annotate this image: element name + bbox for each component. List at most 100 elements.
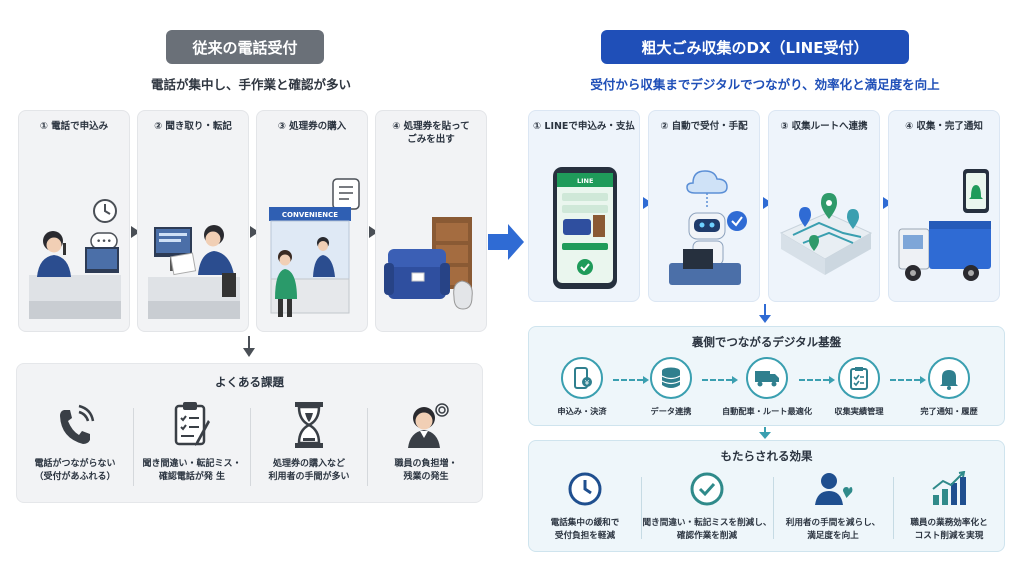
divider	[773, 477, 774, 539]
transcription-illustration	[148, 225, 240, 319]
effect-text: 職員の業務効率化と コスト削減を実現	[910, 518, 988, 541]
effect-text: 利用者の手間を減らし、 満足度を向上	[785, 518, 881, 541]
effect-text: 電話集中の緩和で 受付負担を軽減	[550, 518, 620, 541]
flow-arrow-stem	[248, 336, 250, 348]
platform-node-notification: 完了通知・履歴	[903, 357, 995, 417]
platform-node-label: 収集実績管理	[834, 406, 884, 416]
platform-node-label: 完了通知・履歴	[920, 406, 978, 416]
divider	[641, 477, 642, 539]
dx-step-route-sync: ③ 収集ルートへ連携	[768, 110, 880, 302]
check-circle-icon	[690, 472, 724, 506]
flow-arrow	[131, 226, 140, 238]
effect-item-reduce-load: 電話集中の緩和で 受付負担を軽減	[529, 471, 641, 543]
collection-truck-illustration	[898, 169, 991, 281]
bulky-furniture-illustration	[384, 217, 473, 310]
platform-node-data: データ連携	[625, 357, 717, 417]
problem-item-transcription-errors: 聞き間違い・転記ミス・ 確認電話が発 生	[134, 400, 250, 496]
dx-section-title: 粗大ごみ収集のDX（LINE受付）	[601, 30, 909, 64]
flow-arrow	[369, 226, 378, 238]
dashed-flow-arrow	[613, 376, 649, 384]
problem-item-phone: 電話がつながらない （受付があふれる）	[17, 400, 133, 496]
clipboard-icon	[174, 402, 210, 446]
effect-text: 聞き間違い・転記ミスを削減し、 確認作業を削減	[642, 518, 772, 541]
database-icon	[661, 367, 681, 388]
bell-icon	[940, 370, 958, 390]
effects-title: もたらされる効果	[720, 449, 813, 463]
step-label: ③ 処理券の購入	[277, 121, 347, 132]
legacy-step-phone-application: ① 電話で申込み •••	[18, 110, 130, 332]
truck-icon	[755, 371, 779, 387]
flow-arrow-down	[243, 348, 255, 357]
step-label: ② 聞き取り・転記	[154, 121, 232, 132]
step-label: ② 自動で受付・手配	[660, 121, 748, 132]
flow-arrow-stem	[764, 304, 766, 316]
effect-item-satisfaction: 利用者の手間を減らし、 満足度を向上	[773, 471, 893, 543]
dx-step-auto-dispatch: ② 自動で受付・手配	[648, 110, 760, 302]
flow-arrow-down	[759, 432, 771, 439]
divider	[367, 408, 368, 486]
convenience-store-illustration: CONVENIENCE	[269, 178, 360, 317]
clock-icon	[568, 472, 602, 506]
phone-operator-illustration: •••	[29, 199, 121, 319]
robot-automation-illustration	[669, 170, 747, 285]
effects-panel: もたらされる効果 電話集中の緩和で 受付負担を軽減 聞き間違い・転記ミスを削減し…	[528, 440, 1005, 552]
problem-item-staff-overload: 職員の負担増・ 残業の発生	[368, 400, 484, 496]
app-name-text: LINE	[577, 177, 593, 185]
step-label: ① 電話で申込み	[39, 121, 109, 132]
problem-item-user-burden: 処理券の購入など 利用者の手間が多い	[251, 400, 367, 496]
user-heart-icon	[815, 473, 853, 505]
phone-icon	[60, 404, 95, 444]
checklist-icon	[850, 367, 868, 390]
flow-arrow-stem	[764, 427, 766, 434]
legacy-section-title: 従来の電話受付	[166, 30, 324, 64]
digital-platform-panel: 裏側でつながるデジタル基盤 ¥ 申込み・決済 データ連携	[528, 326, 1005, 426]
common-problems-panel: よくある課題 電話がつながらない （受付があふれる） 聞き間違い・転記ミス・ 確…	[16, 363, 483, 503]
svg-text:¥: ¥	[585, 379, 590, 387]
dx-section-subtitle: 受付から収集までデジタルでつながり、効率化と満足度を向上	[590, 77, 940, 92]
route-map-illustration	[779, 193, 873, 275]
payment-phone-icon: ¥	[574, 367, 592, 389]
dashed-flow-arrow	[799, 376, 835, 384]
stressed-staff-icon	[408, 403, 449, 448]
legacy-step-ticket-purchase: ③ 処理券の購入 CONVENIENCE	[256, 110, 368, 332]
svg-text:•••: •••	[96, 237, 112, 247]
platform-node-label: 申込み・決済	[557, 406, 607, 416]
platform-title: 裏側でつながるデジタル基盤	[691, 335, 842, 349]
transition-arrow	[488, 224, 524, 260]
hourglass-icon	[295, 402, 323, 448]
divider	[133, 408, 134, 486]
platform-node-label: データ連携	[650, 406, 692, 416]
legacy-step-dispose-with-ticket: ④ 処理券を貼って ごみを出す	[375, 110, 487, 332]
problem-text: 聞き間違い・転記ミス・ 確認電話が発 生	[142, 459, 242, 483]
dashed-flow-arrow	[702, 376, 738, 384]
effect-item-reduce-errors: 聞き間違い・転記ミスを削減し、 確認作業を削減	[639, 471, 775, 543]
effect-item-efficiency: 職員の業務効率化と コスト削減を実現	[893, 470, 1005, 543]
platform-node-label: 自動配車・ルート最適化	[721, 406, 813, 416]
store-sign-text: CONVENIENCE	[282, 211, 338, 219]
growth-chart-icon	[932, 470, 966, 505]
divider	[250, 408, 251, 486]
step-label: ① LINEで申込み・支払	[533, 121, 635, 132]
problem-text: 処理券の購入など 利用者の手間が多い	[268, 459, 350, 483]
divider	[893, 477, 894, 539]
legacy-step-transcription: ② 聞き取り・転記	[137, 110, 249, 332]
dashed-flow-arrow	[890, 376, 926, 384]
platform-node-records: 収集実績管理	[813, 357, 905, 417]
problem-text: 電話がつながらない （受付があふれる）	[34, 459, 116, 483]
dx-step-completion-notice: ④ 収集・完了通知	[888, 110, 1000, 302]
problems-title: よくある課題	[215, 375, 284, 389]
legacy-section-subtitle: 電話が集中し、手作業と確認が多い	[150, 77, 351, 92]
flow-arrow-down	[759, 315, 771, 323]
platform-node-dispatch: 自動配車・ルート最適化	[717, 357, 817, 417]
flow-arrow	[763, 197, 772, 209]
step-label: ③ 収集ルートへ連携	[780, 121, 868, 132]
step-label: ④ 処理券を貼って ごみを出す	[392, 121, 470, 145]
platform-node-payment: ¥ 申込み・決済	[536, 357, 628, 417]
step-label: ④ 収集・完了通知	[905, 121, 983, 132]
line-app-phone-illustration: LINE	[553, 167, 617, 289]
flow-arrow	[250, 226, 259, 238]
flow-arrow	[883, 197, 892, 209]
problem-text: 職員の負担増・ 残業の発生	[394, 459, 458, 483]
flow-arrow	[643, 197, 652, 209]
dx-step-line-application: ① LINEで申込み・支払 LINE	[528, 110, 640, 302]
